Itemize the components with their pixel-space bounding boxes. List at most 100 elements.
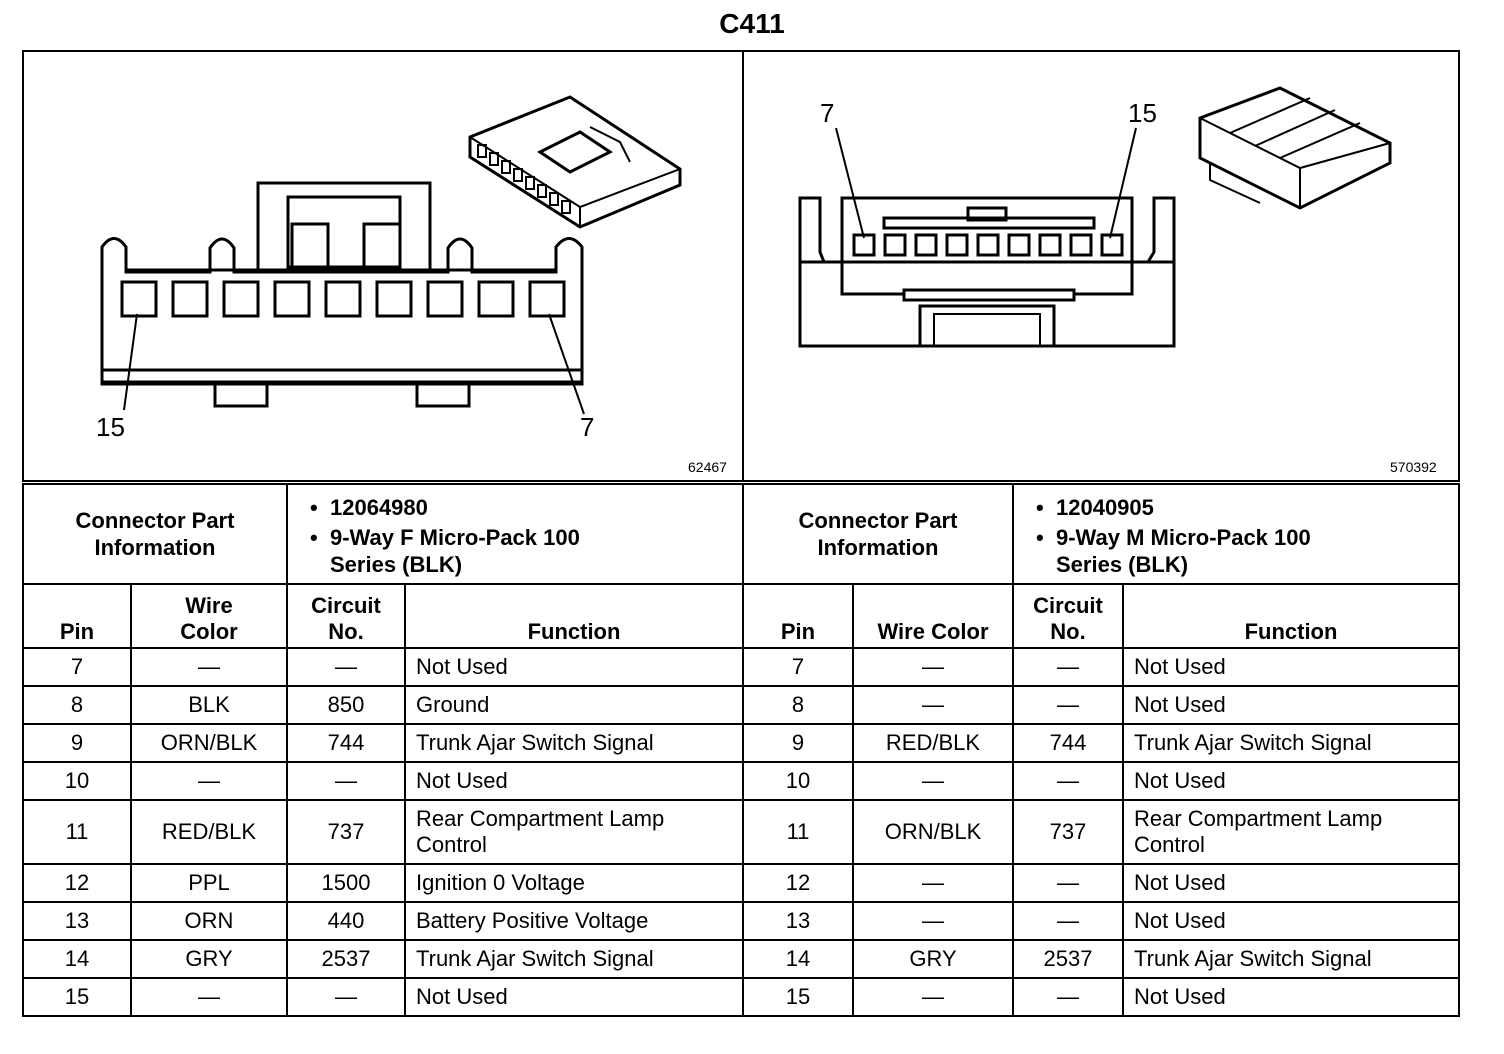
function-cell: Not Used xyxy=(404,761,744,801)
pin-cell: 13 xyxy=(22,901,132,941)
pin-cavity xyxy=(945,233,969,257)
wire-color-cell: RED/BLK xyxy=(130,799,288,865)
function-cell: Not Used xyxy=(404,977,744,1017)
pin-cavity xyxy=(1100,233,1124,257)
pin-15-label: 15 xyxy=(96,412,125,442)
connector-description: 9-Way F Micro-Pack 100 Series (BLK) xyxy=(310,524,590,578)
pin-cell: 14 xyxy=(22,939,132,979)
table-row: 10——Not Used xyxy=(22,761,744,801)
female-connector-face-drawing xyxy=(100,95,682,415)
circuit-cell: 440 xyxy=(286,901,406,941)
circuit-cell: — xyxy=(1012,977,1124,1017)
function-cell: Not Used xyxy=(1122,761,1460,801)
connector-part-info-label: Connector Part Information xyxy=(742,483,1014,585)
table-row: 8——Not Used xyxy=(742,685,1460,725)
pin-cavity xyxy=(477,280,515,318)
iso-pin-cavity xyxy=(513,168,523,182)
wire-color-cell: — xyxy=(852,761,1014,801)
circuit-cell: 737 xyxy=(1012,799,1124,865)
pin-cavity xyxy=(171,280,209,318)
pin-15-label: 15 xyxy=(1128,98,1157,128)
pin-cavity xyxy=(1069,233,1093,257)
circuit-cell: 737 xyxy=(286,799,406,865)
function-cell: Rear Compartment Lamp Control xyxy=(404,799,744,865)
left-connector-diagram: 15 7 62467 xyxy=(22,50,744,482)
iso-pin-cavity xyxy=(525,176,535,190)
function-cell: Trunk Ajar Switch Signal xyxy=(404,939,744,979)
pin-cell: 7 xyxy=(22,647,132,687)
pin-cavity xyxy=(120,280,158,318)
pin-cell: 9 xyxy=(22,723,132,763)
left-pinout-table: Connector Part Information 12064980 9-Wa… xyxy=(22,483,744,1017)
iso-pin-cavity xyxy=(477,144,487,158)
pin-cell: 12 xyxy=(22,863,132,903)
circuit-cell: — xyxy=(1012,901,1124,941)
pin-cell: 10 xyxy=(22,761,132,801)
pin-header: Pin xyxy=(742,583,854,649)
function-header: Function xyxy=(404,583,744,649)
pin-cell: 14 xyxy=(742,939,854,979)
wire-color-cell: GRY xyxy=(130,939,288,979)
right-connector-diagram: 7 15 570392 xyxy=(742,50,1460,482)
wire-color-cell: ORN/BLK xyxy=(130,723,288,763)
pin-cell: 15 xyxy=(22,977,132,1017)
circuit-cell: 1500 xyxy=(286,863,406,903)
iso-pin-cavity xyxy=(501,160,511,174)
iso-pin-cavity xyxy=(549,192,559,206)
pin-cavity xyxy=(528,280,566,318)
pin-cell: 10 xyxy=(742,761,854,801)
pin-header: Pin xyxy=(22,583,132,649)
male-connector-face-drawing xyxy=(798,86,1392,348)
circuit-cell: 850 xyxy=(286,685,406,725)
wire-color-cell: — xyxy=(852,977,1014,1017)
right-pinout-table: Connector Part Information 12040905 9-Wa… xyxy=(742,483,1460,1017)
part-number: 12040905 xyxy=(1036,491,1458,524)
connector-part-info-values: 12064980 9-Way F Micro-Pack 100 Series (… xyxy=(286,483,744,585)
wire-color-cell: BLK xyxy=(130,685,288,725)
circuit-cell: — xyxy=(1012,863,1124,903)
function-cell: Not Used xyxy=(1122,685,1460,725)
table-row: 12——Not Used xyxy=(742,863,1460,903)
table-row: 7——Not Used xyxy=(742,647,1460,687)
connector-title: C411 xyxy=(719,8,785,39)
wire-color-cell: — xyxy=(852,647,1014,687)
function-cell: Trunk Ajar Switch Signal xyxy=(1122,723,1460,763)
wire-color-cell: — xyxy=(130,761,288,801)
pin-cell: 11 xyxy=(22,799,132,865)
wire-color-cell: GRY xyxy=(852,939,1014,979)
table-row: 7——Not Used xyxy=(22,647,744,687)
wire-color-cell: RED/BLK xyxy=(852,723,1014,763)
pin-cell: 9 xyxy=(742,723,854,763)
pin-cavity xyxy=(273,280,311,318)
function-cell: Battery Positive Voltage xyxy=(404,901,744,941)
function-cell: Not Used xyxy=(1122,901,1460,941)
function-cell: Ignition 0 Voltage xyxy=(404,863,744,903)
wire-color-cell: PPL xyxy=(130,863,288,903)
wire-color-cell: — xyxy=(130,647,288,687)
pin-cavity xyxy=(1007,233,1031,257)
function-cell: Ground xyxy=(404,685,744,725)
circuit-cell: 2537 xyxy=(286,939,406,979)
circuit-cell: — xyxy=(1012,647,1124,687)
function-cell: Rear Compartment Lamp Control xyxy=(1122,799,1460,865)
pin-cavity xyxy=(324,280,362,318)
wire-color-header: Wire Color xyxy=(130,583,288,649)
circuit-cell: — xyxy=(286,647,406,687)
wire-color-cell: — xyxy=(852,901,1014,941)
pin-cell: 13 xyxy=(742,901,854,941)
pin-cell: 8 xyxy=(742,685,854,725)
iso-pin-cavity xyxy=(537,184,547,198)
figure-id: 570392 xyxy=(1390,459,1437,475)
connector-description: 9-Way M Micro-Pack 100 Series (BLK) xyxy=(1036,524,1316,578)
pin-cavity xyxy=(914,233,938,257)
pin-cavity xyxy=(976,233,1000,257)
pin-cavity xyxy=(1038,233,1062,257)
table-row: 15——Not Used xyxy=(22,977,744,1017)
function-cell: Not Used xyxy=(1122,977,1460,1017)
pin-cell: 15 xyxy=(742,977,854,1017)
circuit-cell: — xyxy=(286,977,406,1017)
